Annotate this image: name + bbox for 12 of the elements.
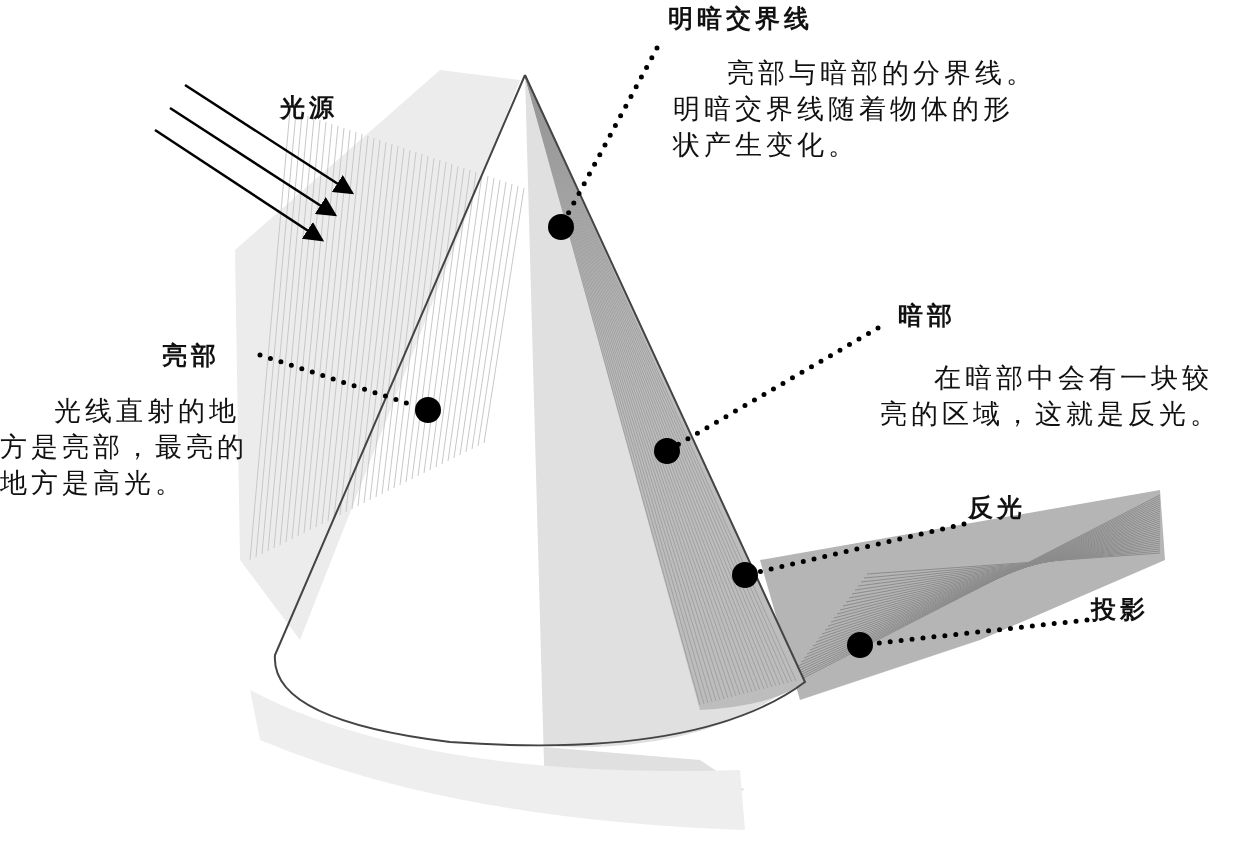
light-source-label: 光源 bbox=[280, 92, 338, 124]
label-heading: 明暗交界线 bbox=[668, 3, 813, 35]
leader-line bbox=[675, 325, 881, 447]
description-text: 亮部与暗部的分界线。明暗交界线随着物体的形状产生变化。 bbox=[673, 56, 1038, 162]
description-text: 在暗部中会有一块较亮的区域，这就是反光。 bbox=[880, 361, 1222, 431]
description-text: 光线直射的地方是亮部，最亮的地方是高光。 bbox=[0, 394, 249, 500]
label-heading: 亮部 bbox=[162, 340, 220, 372]
label-heading: 暗部 bbox=[898, 300, 956, 332]
label-heading: 反光 bbox=[968, 492, 1026, 524]
label-heading: 投影 bbox=[1091, 594, 1149, 626]
leader-line bbox=[755, 521, 967, 575]
marker-dot bbox=[415, 397, 441, 423]
